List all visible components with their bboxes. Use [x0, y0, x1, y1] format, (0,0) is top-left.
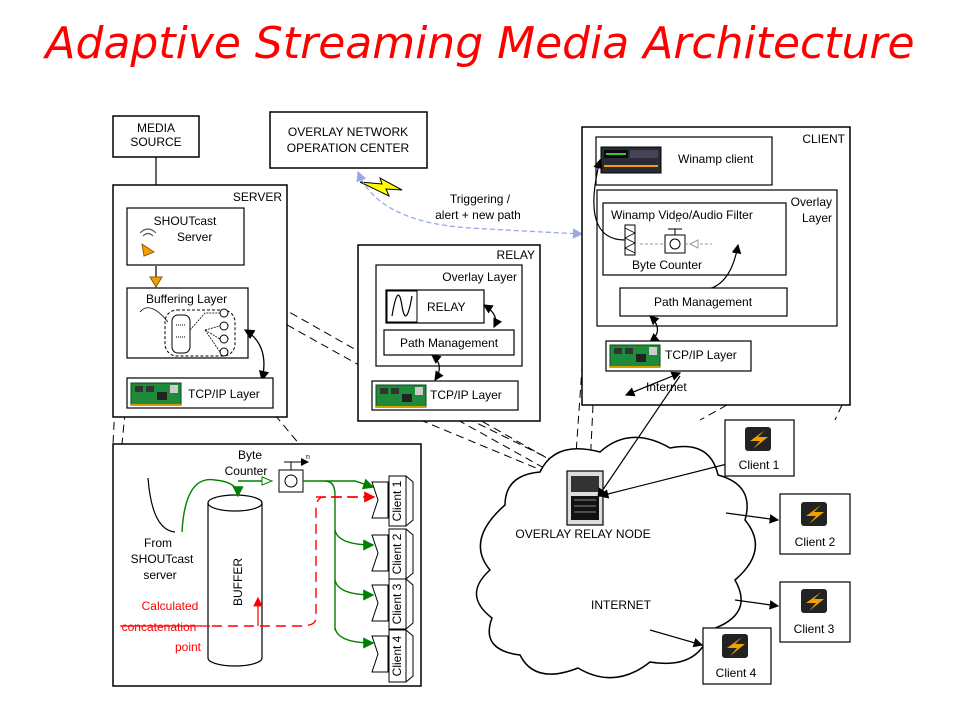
client-overlay-label-2: Layer	[802, 211, 832, 225]
media-source-box: MEDIA SOURCE	[112, 115, 200, 158]
client-2-label: Client 2	[795, 535, 836, 549]
trigger-label: Triggering /	[450, 192, 511, 206]
calculated-label-3: point	[175, 640, 202, 654]
client-3-label: Client 3	[794, 622, 835, 636]
trigger-arrow	[356, 170, 584, 239]
client-overlay-label: Overlay	[791, 195, 832, 209]
client-4-box: Client 4	[702, 627, 772, 685]
relay-label: RELAY	[497, 248, 535, 262]
relay-overlay-layer-label: Overlay Layer	[442, 270, 517, 284]
client-1-label: Client 1	[739, 458, 780, 472]
overlay-relay-node-label: OVERLAY RELAY NODE	[515, 527, 650, 541]
from-label-3: server	[143, 568, 176, 582]
calculated-label-2: concatenation	[122, 620, 197, 634]
media-source-label: MEDIA	[137, 121, 175, 135]
client-2-box: Client 2	[779, 493, 851, 555]
trigger-label-2: alert + new path	[435, 208, 521, 222]
buffering-layer-label: Buffering Layer	[146, 292, 227, 306]
client-box: CLIENT Winamp client Overlay Layer Winam…	[581, 126, 851, 406]
server-label: SERVER	[233, 190, 282, 204]
buffer-label: BUFFER	[231, 558, 245, 606]
filter-buffer-icon	[624, 224, 636, 256]
relay-node-server-icon	[566, 470, 604, 526]
queue-label-1: Client 1	[390, 480, 404, 521]
server-tcpip-label: TCP/IP Layer	[188, 387, 260, 401]
media-source-label-2: SOURCE	[130, 135, 181, 149]
queue-label-3: Client 3	[390, 583, 404, 624]
client-3-box: Client 3	[779, 581, 851, 643]
client-queue-2: Client 2	[371, 528, 414, 580]
queue-label-4: Client 4	[390, 635, 404, 676]
client-queue-1: Client 1	[371, 475, 414, 527]
relay-tcpip-label: TCP/IP Layer	[430, 388, 502, 402]
winamp-icon	[722, 634, 748, 658]
byte-counter-label: Byte	[238, 448, 262, 462]
internet-label: INTERNET	[591, 598, 652, 612]
calculated-label: Calculated	[142, 599, 199, 613]
noc-label: OVERLAY NETWORK	[288, 125, 408, 139]
network-card-icon	[130, 382, 182, 406]
winamp-icon	[801, 502, 827, 526]
filter-n-label: n	[676, 217, 680, 224]
noc-label-2: OPERATION CENTER	[287, 141, 410, 155]
counter-n-label: n	[306, 454, 310, 461]
winamp-player-icon	[600, 146, 662, 174]
from-label-2: SHOUTcast	[131, 552, 194, 566]
buffer-queue-icon	[139, 307, 236, 357]
client-4-label: Client 4	[716, 666, 757, 680]
client-tcpip-label: TCP/IP Layer	[665, 348, 737, 362]
client-queue-4: Client 4	[371, 629, 414, 683]
client-path-management-label: Path Management	[654, 295, 753, 309]
detail-byte-counter-icon: n	[261, 454, 310, 493]
shoutcast-icon	[139, 228, 157, 257]
buffer-cylinder: BUFFER	[207, 494, 263, 667]
from-label: From	[144, 536, 172, 550]
winamp-icon	[801, 589, 827, 613]
server-box: SERVER SHOUTcast Server Buffering Layer	[112, 184, 288, 418]
client-1-box: Client 1	[724, 419, 795, 477]
client-network-card-icon	[609, 344, 661, 368]
page-title: Adaptive Streaming Media Architecture	[45, 18, 915, 69]
relay-path-management-label: Path Management	[400, 336, 499, 350]
client-label: CLIENT	[802, 132, 845, 146]
client-byte-counter-label: Byte Counter	[632, 258, 702, 272]
green-flow	[181, 478, 375, 649]
down-arrow-icon	[149, 276, 163, 288]
winamp-filter-label: Winamp Video/Audio Filter	[611, 208, 753, 222]
operation-center-box: OVERLAY NETWORK OPERATION CENTER	[269, 111, 428, 169]
client-queue-3: Client 3	[371, 578, 414, 630]
byte-counter-label-2: Counter	[225, 464, 268, 478]
buffer-detail-box: Byte Counter n From SHOUTcast server BUF…	[112, 443, 422, 687]
byte-counter-icon	[640, 228, 712, 254]
relay-inner-label: RELAY	[427, 300, 465, 314]
winamp-icon	[745, 427, 771, 451]
winamp-client-label: Winamp client	[678, 152, 754, 166]
relay-wave-icon	[391, 294, 413, 317]
client-internet-label: Internet	[646, 380, 687, 394]
queue-label-2: Client 2	[390, 533, 404, 574]
client-connections	[597, 375, 780, 648]
red-concatenation-path	[210, 496, 373, 627]
shoutcast-label-2: Server	[177, 230, 212, 244]
relay-box: RELAY Overlay Layer RELAY Path Managemen…	[357, 244, 541, 422]
shoutcast-label: SHOUTcast	[154, 214, 217, 228]
relay-network-card-icon	[375, 384, 427, 408]
